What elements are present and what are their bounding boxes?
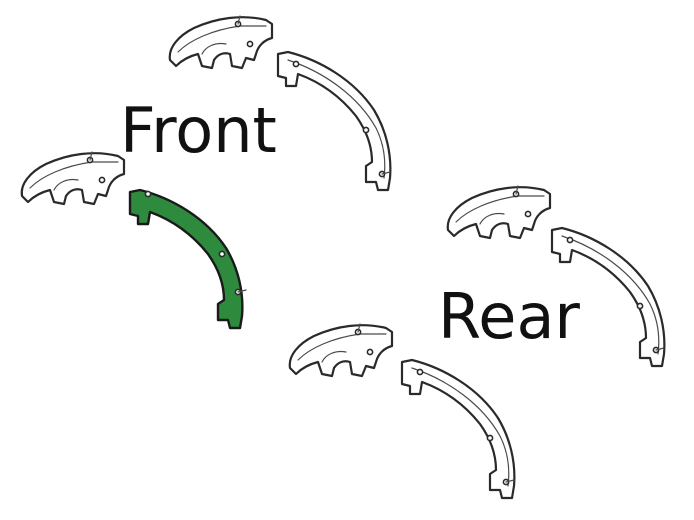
rear-upper-left-trim-piece [446, 184, 552, 240]
rear-label: Rear [438, 280, 580, 353]
front-upper-left-trim-piece [168, 14, 274, 70]
rear-lower-right-trim-piece [400, 358, 516, 500]
front-right-trim-piece [128, 188, 247, 330]
front-label: Front [120, 94, 277, 167]
front-upper-right-trim-piece [276, 50, 392, 192]
front-lower-left-trim-piece [20, 150, 126, 206]
rear-lower-left-trim-piece [288, 322, 394, 378]
